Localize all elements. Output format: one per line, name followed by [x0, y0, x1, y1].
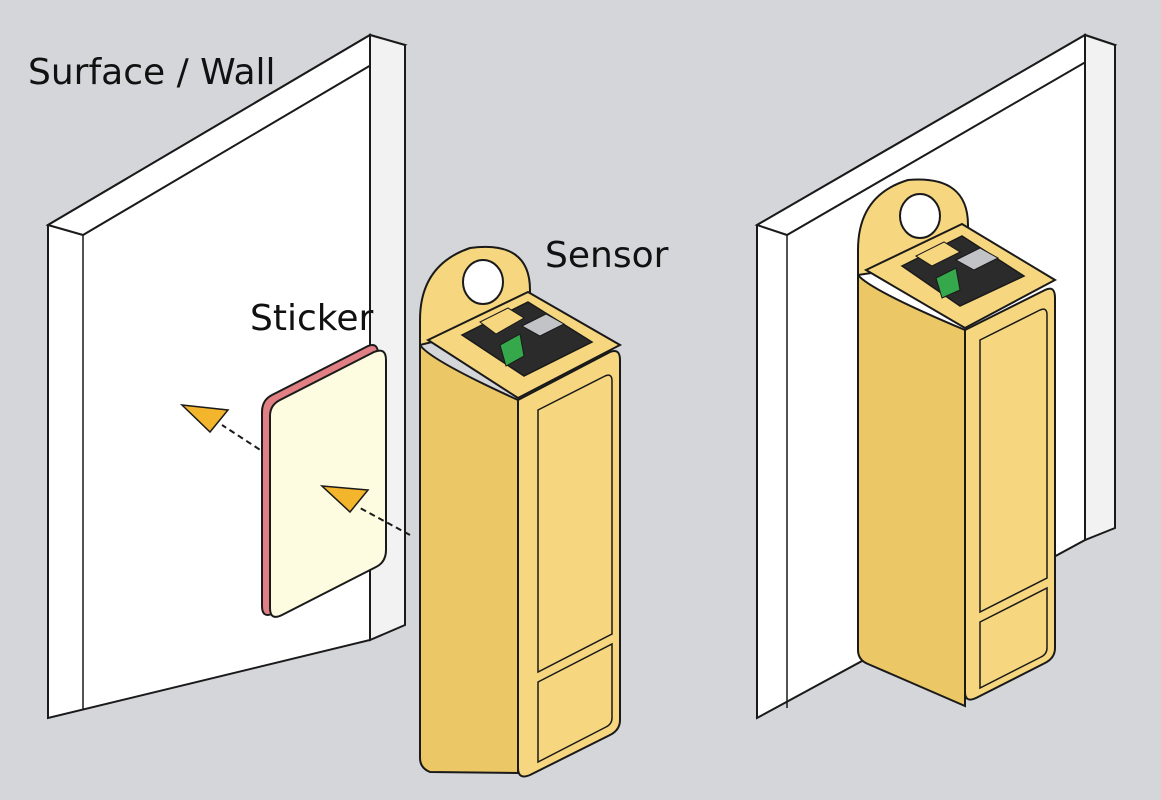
sensor-left-front	[517, 350, 621, 778]
sticker	[261, 344, 387, 618]
sensor-left-connector	[520, 313, 566, 337]
sensor-right-connector	[954, 247, 1000, 271]
sensor-left-side	[419, 341, 519, 775]
sensor-left-circuit	[499, 333, 525, 367]
sensor-right-circuit	[935, 267, 961, 299]
label-surface: Surface / Wall	[28, 52, 276, 93]
sensor-right-latch	[914, 241, 962, 267]
sensor-right-front	[964, 287, 1056, 701]
sensor-left-panel-bottom	[537, 642, 613, 764]
arrow-to-wall-line	[221, 424, 269, 456]
wall-right-side	[1084, 33, 1116, 542]
sensor-right-panel-top	[979, 308, 1048, 614]
sensor-left-latch	[479, 307, 525, 335]
sensor-right	[857, 178, 1058, 708]
sensor-right-side	[857, 272, 966, 708]
arrow-to-wall-head	[179, 404, 230, 434]
sensor-right-panel-bottom	[979, 586, 1048, 690]
sensor-left-panel-top	[537, 374, 613, 674]
label-sticker: Sticker	[250, 298, 373, 339]
arrow-to-wall	[179, 404, 269, 456]
mounting-hole-icon	[899, 193, 941, 239]
arrow-to-sticker	[319, 485, 411, 536]
sensor-left	[419, 245, 623, 778]
mounting-hole-icon	[462, 259, 504, 305]
arrow-to-sticker-head	[319, 485, 370, 514]
sticker-face	[269, 349, 387, 618]
label-sensor: Sensor	[545, 235, 669, 276]
